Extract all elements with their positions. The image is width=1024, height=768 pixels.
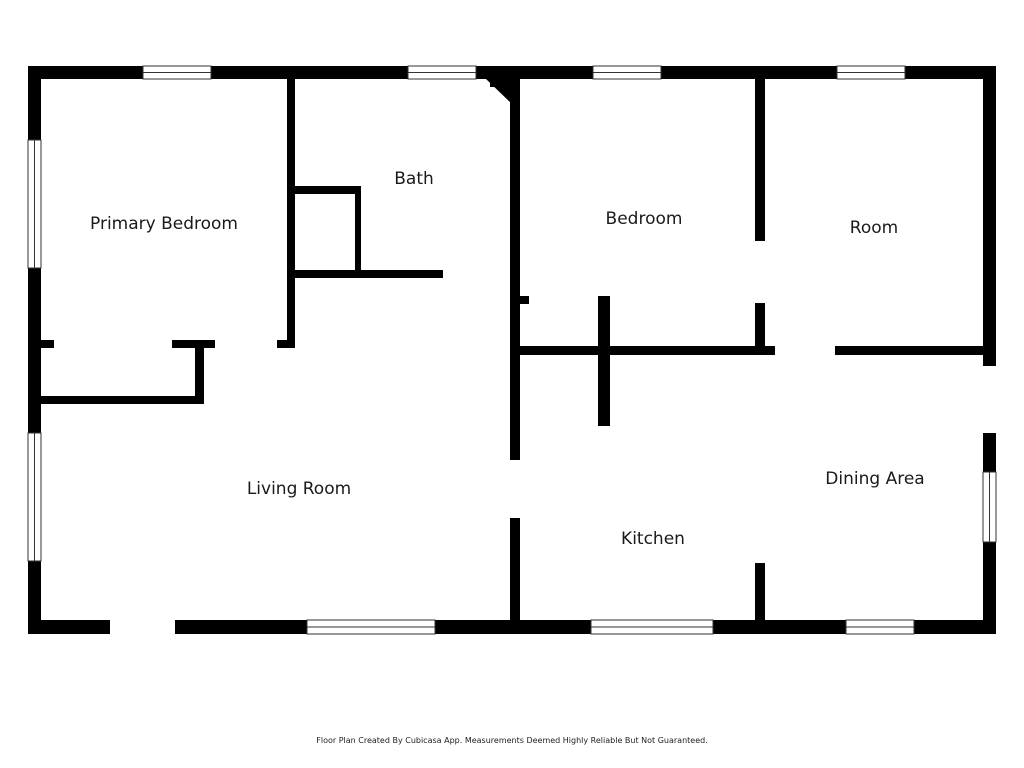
wall-segment (510, 79, 520, 620)
wall-segment (28, 620, 996, 634)
disclaimer-note: Floor Plan Created By Cubicasa App. Meas… (316, 736, 708, 745)
wall-segment (355, 186, 361, 276)
doorway-opening (755, 241, 765, 303)
doorway-opening (775, 346, 835, 355)
doorway-opening (215, 340, 277, 348)
living-room-label: Living Room (247, 479, 351, 499)
openings (27, 65, 997, 635)
bedroom-label: Bedroom (606, 209, 683, 229)
doorway-opening (510, 460, 520, 518)
wall-segment (41, 396, 204, 404)
primary-bedroom-label: Primary Bedroom (90, 214, 238, 234)
wall-segment (287, 79, 295, 347)
kitchen-label: Kitchen (621, 529, 685, 549)
wall-segment (770, 346, 983, 355)
wall-segment (755, 79, 765, 241)
wall-segment (195, 340, 204, 404)
doorway-opening (54, 340, 172, 348)
doorway-opening (443, 270, 505, 278)
wall-segment (520, 296, 529, 304)
wall-segment (983, 66, 996, 366)
doorway-opening (520, 418, 598, 426)
wall-segment (598, 296, 610, 426)
wall-segment (295, 270, 443, 278)
doorway-opening (529, 296, 598, 304)
doorway-opening (110, 620, 175, 634)
dining-area-label: Dining Area (825, 469, 924, 489)
wall-segment (755, 303, 765, 349)
wall-segment (28, 66, 996, 79)
bath-label: Bath (394, 169, 434, 189)
walls (28, 66, 996, 634)
doorway-opening (983, 366, 996, 433)
room-label: Room (850, 218, 898, 238)
wall-segment (755, 563, 765, 620)
wall-segment (520, 346, 770, 355)
bath-corner-wall (486, 79, 520, 104)
wall-segment (295, 186, 361, 194)
